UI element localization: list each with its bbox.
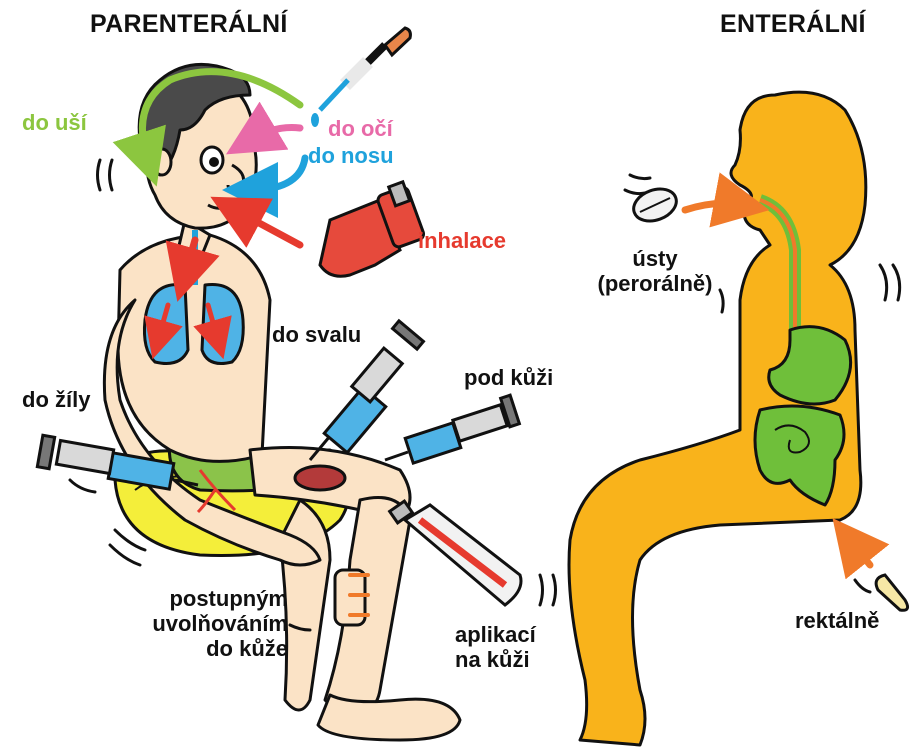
label-transdermal: postupným uvolňováním do kůže [138,586,288,661]
label-rectal: rektálně [795,608,879,633]
suppository [876,575,907,610]
pill [629,183,681,226]
heading-parenteral: PARENTERÁLNÍ [90,12,288,37]
inhaler [320,182,425,276]
muscle [295,466,345,490]
label-oral: ústy (perorálně) [570,246,740,296]
arrow-eyes [250,128,300,141]
label-vein: do žíly [22,387,90,412]
cream-tube [390,501,521,605]
syringe-subcutaneous [385,395,519,463]
heading-enteral: ENTERÁLNÍ [720,12,866,37]
label-muscle: do svalu [272,322,361,347]
arrow-nose [250,158,305,190]
dropper [311,28,410,127]
label-under-skin: pod kůži [464,365,553,390]
arrow-rectal [850,540,870,565]
arrow-oral [685,203,742,210]
label-nose: do nosu [308,143,394,168]
enteral-person [569,92,866,745]
label-inhalation: inhalace [418,228,506,253]
arrow-inhaler [235,210,300,245]
label-eyes: do očí [328,116,393,141]
label-ears: do uší [22,110,87,135]
foot [318,695,460,740]
label-topical: aplikací na kůži [455,622,536,672]
lung-right [202,284,243,363]
